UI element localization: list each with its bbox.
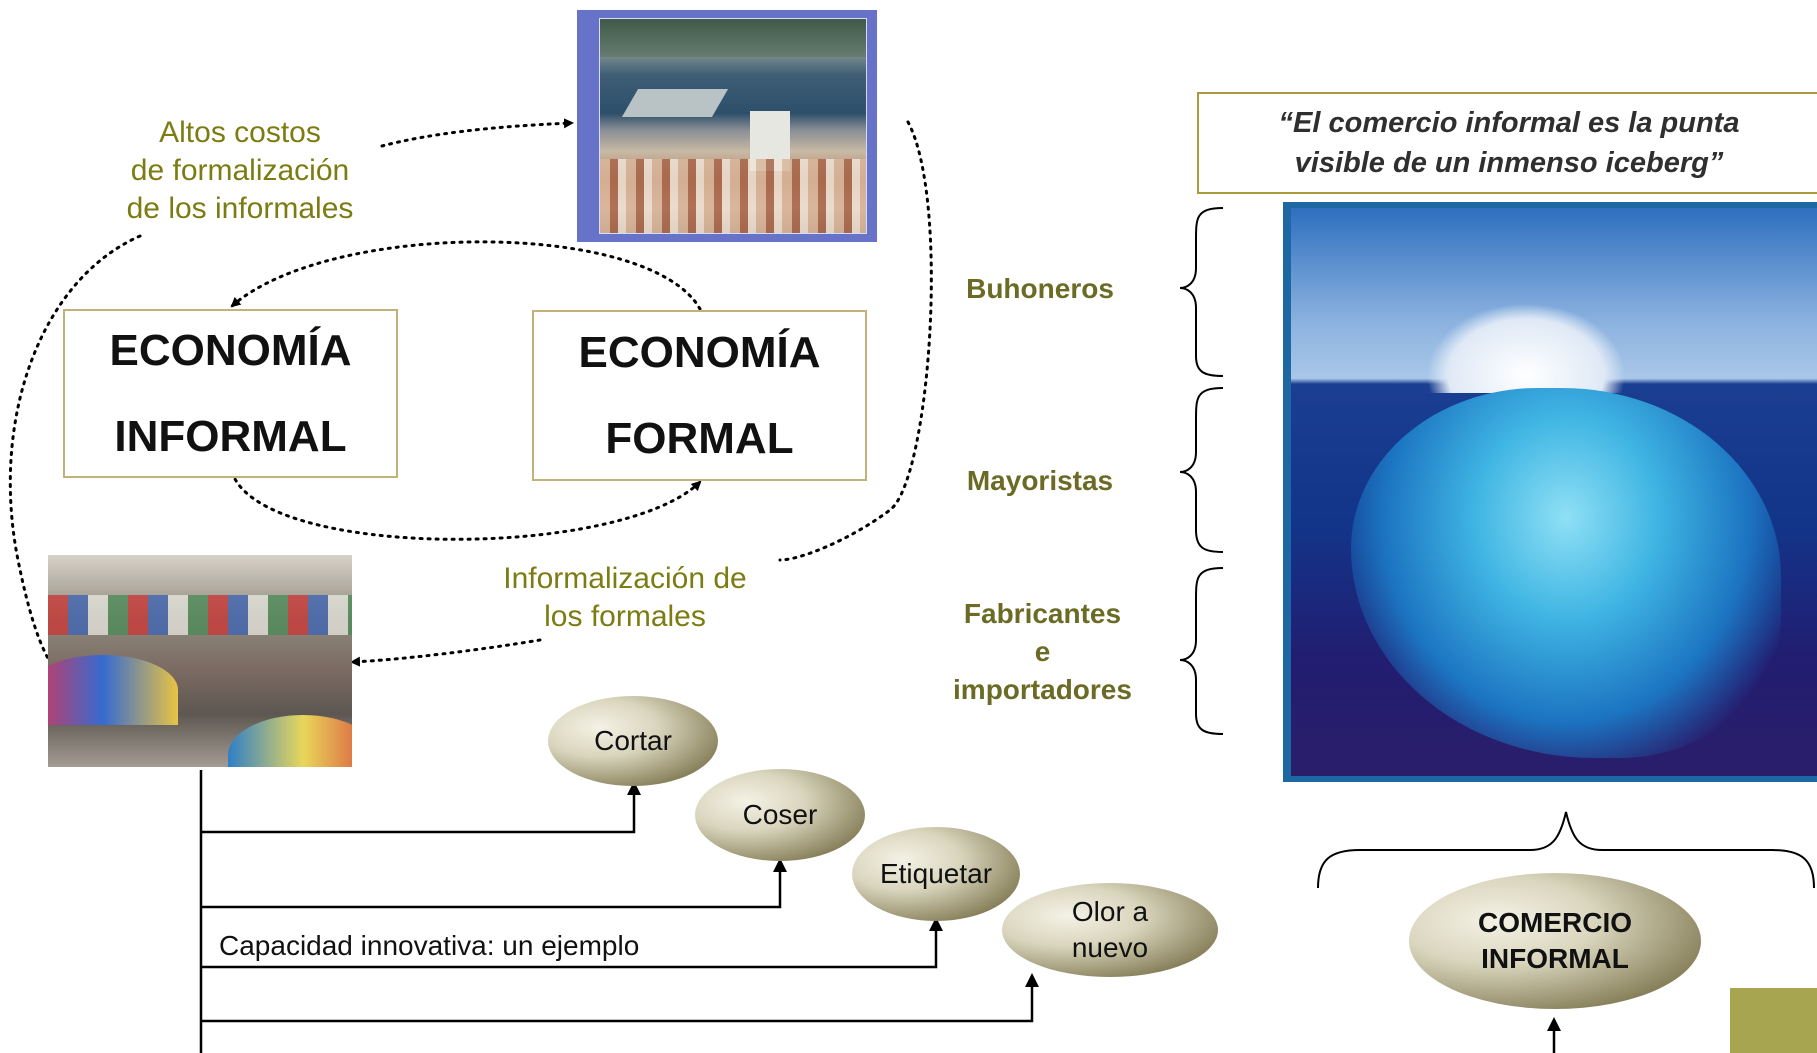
step-etiquetar: Etiquetar [852, 827, 1020, 921]
quote-line1: “El comercio informal es la punta [1278, 107, 1740, 139]
iceberg-photo-frame [1283, 202, 1817, 782]
step-olor-a-nuevo: Olor a nuevo [1002, 883, 1218, 977]
brace-iceberg-bottom [1317, 811, 1815, 889]
brace-mayoristas [1179, 387, 1224, 553]
port-city-photo [599, 18, 867, 234]
brace-fabricantes [1179, 567, 1224, 735]
informalization-label: Informalización de los formales [503, 562, 747, 633]
level-fabricantes-importadores: Fabricantes e importadores [953, 598, 1132, 705]
line-to-olor [201, 973, 1039, 1023]
comercio-informal-oval: COMERCIO INFORMAL [1409, 873, 1701, 1009]
quote-line2: visible de un inmenso iceberg” [1294, 147, 1724, 179]
arrow-informal-to-formal [230, 470, 702, 541]
iceberg-quote-box: “El comercio informal es la punta visibl… [1197, 92, 1817, 194]
step-cortar: Cortar [548, 696, 718, 786]
informal-economy-box: ECONOMÍA INFORMAL [63, 309, 398, 478]
high-costs-label: Altos costos de formalización de los inf… [126, 116, 354, 225]
line-to-cortar [201, 781, 641, 834]
arrow-informalization-to-market [350, 638, 542, 667]
formal-box-line1: ECONOMÍA [578, 327, 821, 377]
arrow-costs-to-market [8, 234, 142, 667]
brace-buhoneros [1179, 207, 1224, 377]
innovation-caption: Capacidad innovativa: un ejemplo [219, 930, 640, 961]
arrow-formal-to-informal [230, 240, 702, 311]
level-buhoneros: Buhoneros [966, 273, 1114, 304]
formal-economy-box: ECONOMÍA FORMAL [532, 310, 867, 481]
level-mayoristas: Mayoristas [966, 465, 1114, 496]
formal-box-line2: FORMAL [605, 413, 794, 463]
arrow-costs-to-port [380, 118, 574, 148]
street-market-photo [48, 555, 352, 767]
corner-accent [1730, 988, 1817, 1053]
informal-box-line1: ECONOMÍA [109, 325, 352, 375]
line-to-etiquetar [201, 917, 943, 969]
port-photo-frame [577, 10, 877, 242]
step-coser: Coser [695, 769, 865, 861]
informal-box-line2: INFORMAL [114, 411, 347, 461]
arrow-port-to-informalization [778, 120, 933, 562]
iceberg-photo [1291, 208, 1817, 776]
line-to-coser [201, 858, 787, 909]
